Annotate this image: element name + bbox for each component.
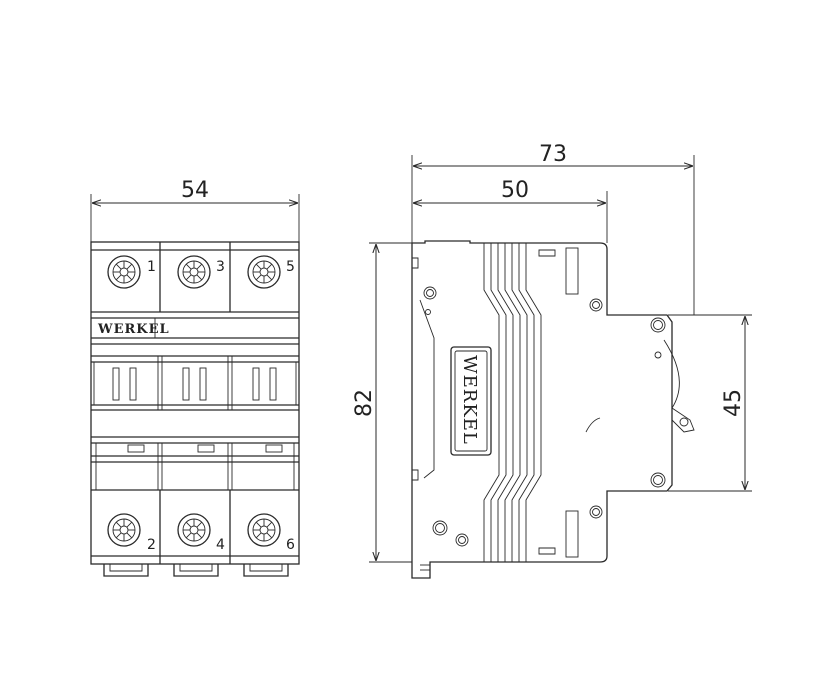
dimension-label-side-total: 73 bbox=[539, 142, 567, 167]
terminal-label-bottom-2: 4 bbox=[216, 537, 225, 553]
dimension-height: 82 bbox=[352, 242, 412, 563]
mounting-hole-icon bbox=[423, 286, 437, 300]
side-view: 73 50 82 45 bbox=[352, 142, 752, 579]
mounting-hole-icon bbox=[650, 472, 666, 488]
indicator-window-2 bbox=[197, 444, 215, 453]
dimension-side-total: 73 bbox=[411, 142, 695, 315]
indicator-zone bbox=[91, 436, 299, 491]
mounting-hole-icon bbox=[650, 317, 666, 333]
terminal-screw-icon bbox=[107, 255, 141, 289]
dimension-label-rail: 45 bbox=[721, 389, 746, 417]
bottom-slot bbox=[565, 510, 579, 558]
mounting-hole-icon bbox=[432, 520, 448, 536]
dimension-front-width: 54 bbox=[90, 178, 300, 242]
din-clips bbox=[103, 564, 289, 577]
side-brand-plate bbox=[450, 346, 492, 456]
dimension-label-front-width: 54 bbox=[181, 178, 209, 203]
terminal-label-top-1: 1 bbox=[147, 259, 156, 275]
front-view: 54 WERKEL bbox=[90, 178, 300, 577]
front-brand-label: WERKEL bbox=[97, 322, 170, 337]
terminal-label-top-2: 3 bbox=[216, 259, 225, 275]
indicator-window-1 bbox=[127, 444, 145, 453]
front-body-outline bbox=[90, 241, 300, 565]
dimension-label-side-body: 50 bbox=[501, 178, 529, 203]
terminal-screw-icon bbox=[177, 255, 211, 289]
terminal-screw-icon bbox=[107, 513, 141, 547]
terminal-screws bbox=[107, 255, 281, 547]
terminal-label-bottom-1: 2 bbox=[147, 537, 156, 553]
side-holes bbox=[423, 286, 666, 547]
mounting-hole-icon bbox=[589, 505, 603, 519]
terminal-screw-icon bbox=[247, 513, 281, 547]
top-slot bbox=[565, 247, 579, 295]
rail-latch-pin bbox=[679, 417, 689, 427]
side-brand-label: WERKEL bbox=[459, 355, 480, 445]
dimension-label-height: 82 bbox=[352, 389, 377, 417]
terminal-label-bottom-3: 6 bbox=[286, 537, 295, 553]
mounting-hole-icon bbox=[425, 309, 431, 315]
mounting-hole-icon bbox=[654, 351, 662, 359]
latch-slot bbox=[585, 417, 601, 433]
mounting-hole-icon bbox=[455, 533, 469, 547]
terminal-screw-icon bbox=[177, 513, 211, 547]
terminal-screw-icon bbox=[247, 255, 281, 289]
dimension-rail: 45 bbox=[668, 314, 752, 492]
side-body-outline bbox=[411, 240, 673, 579]
dimension-side-body: 50 bbox=[413, 178, 608, 243]
mounting-hole-icon bbox=[589, 298, 603, 312]
indicator-window-3 bbox=[265, 444, 283, 453]
handle-zone bbox=[91, 355, 299, 411]
terminal-label-top-3: 5 bbox=[286, 259, 295, 275]
